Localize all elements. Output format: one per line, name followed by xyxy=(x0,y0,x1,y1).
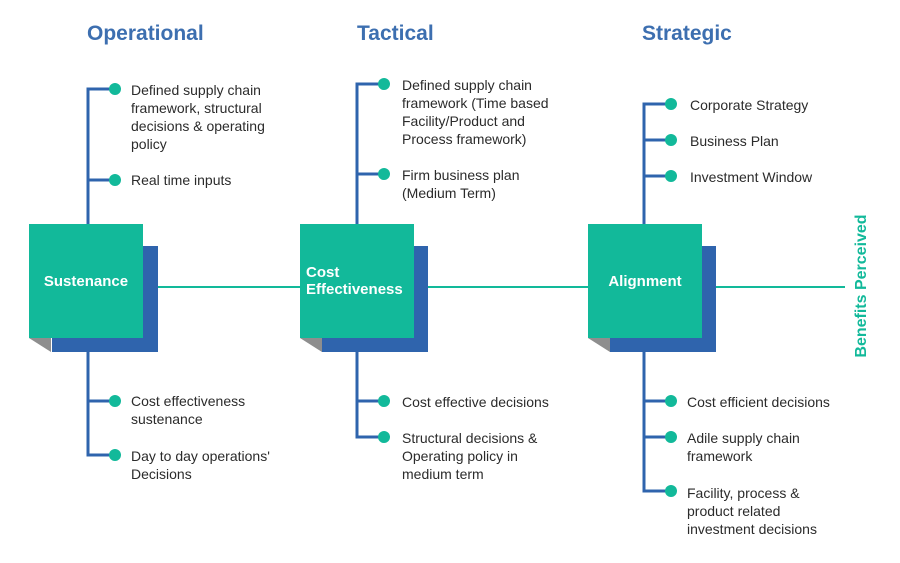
list-item: Investment Window xyxy=(690,169,813,185)
list-item: Real time inputs xyxy=(131,172,232,188)
list-item: Firm business plan (Medium Term) xyxy=(402,167,520,201)
box-alignment: Alignment xyxy=(588,224,702,338)
header-operational: Operational xyxy=(87,22,204,45)
bullet-dots xyxy=(109,78,677,497)
list-item: Defined supply chain framework, structur… xyxy=(131,82,265,152)
list-item: Day to day operations' Decisions xyxy=(131,448,270,482)
list-item: Structural decisions & Operating policy … xyxy=(402,430,538,482)
header-strategic: Strategic xyxy=(642,22,732,45)
box-label-alignment: Alignment xyxy=(608,272,682,290)
box-cost-effectiveness: Cost Effectiveness xyxy=(300,224,414,338)
benefits-perceived-label: Benefits Perceived xyxy=(853,214,870,358)
branch-tactical-bottom xyxy=(355,352,384,439)
header-tactical: Tactical xyxy=(357,22,434,45)
branch-operational-bottom xyxy=(86,352,115,457)
list-item: Corporate Strategy xyxy=(690,97,809,113)
box-sustenance: Sustenance xyxy=(29,224,143,338)
list-item: Cost efficient decisions xyxy=(687,394,830,410)
branch-strategic-top xyxy=(642,102,671,226)
list-item: Facility, process & product related inve… xyxy=(687,485,817,537)
box-fold-alignment xyxy=(588,338,610,352)
list-item: Business Plan xyxy=(690,133,779,149)
branch-tactical-top xyxy=(355,82,384,226)
list-item: Defined supply chain framework (Time bas… xyxy=(402,77,549,147)
box-label-cost-effectiveness: Cost Effectiveness xyxy=(306,264,403,298)
branch-operational-top xyxy=(86,87,115,226)
box-label-sustenance: Sustenance xyxy=(43,272,129,290)
branch-strategic-bottom xyxy=(642,352,671,493)
list-item: Adile supply chain framework xyxy=(687,430,800,464)
box-fold-cost-effectiveness xyxy=(300,338,322,352)
list-item: Cost effectiveness sustenance xyxy=(131,393,246,427)
box-fold-sustenance xyxy=(29,338,51,352)
list-item: Cost effective decisions xyxy=(402,394,549,410)
